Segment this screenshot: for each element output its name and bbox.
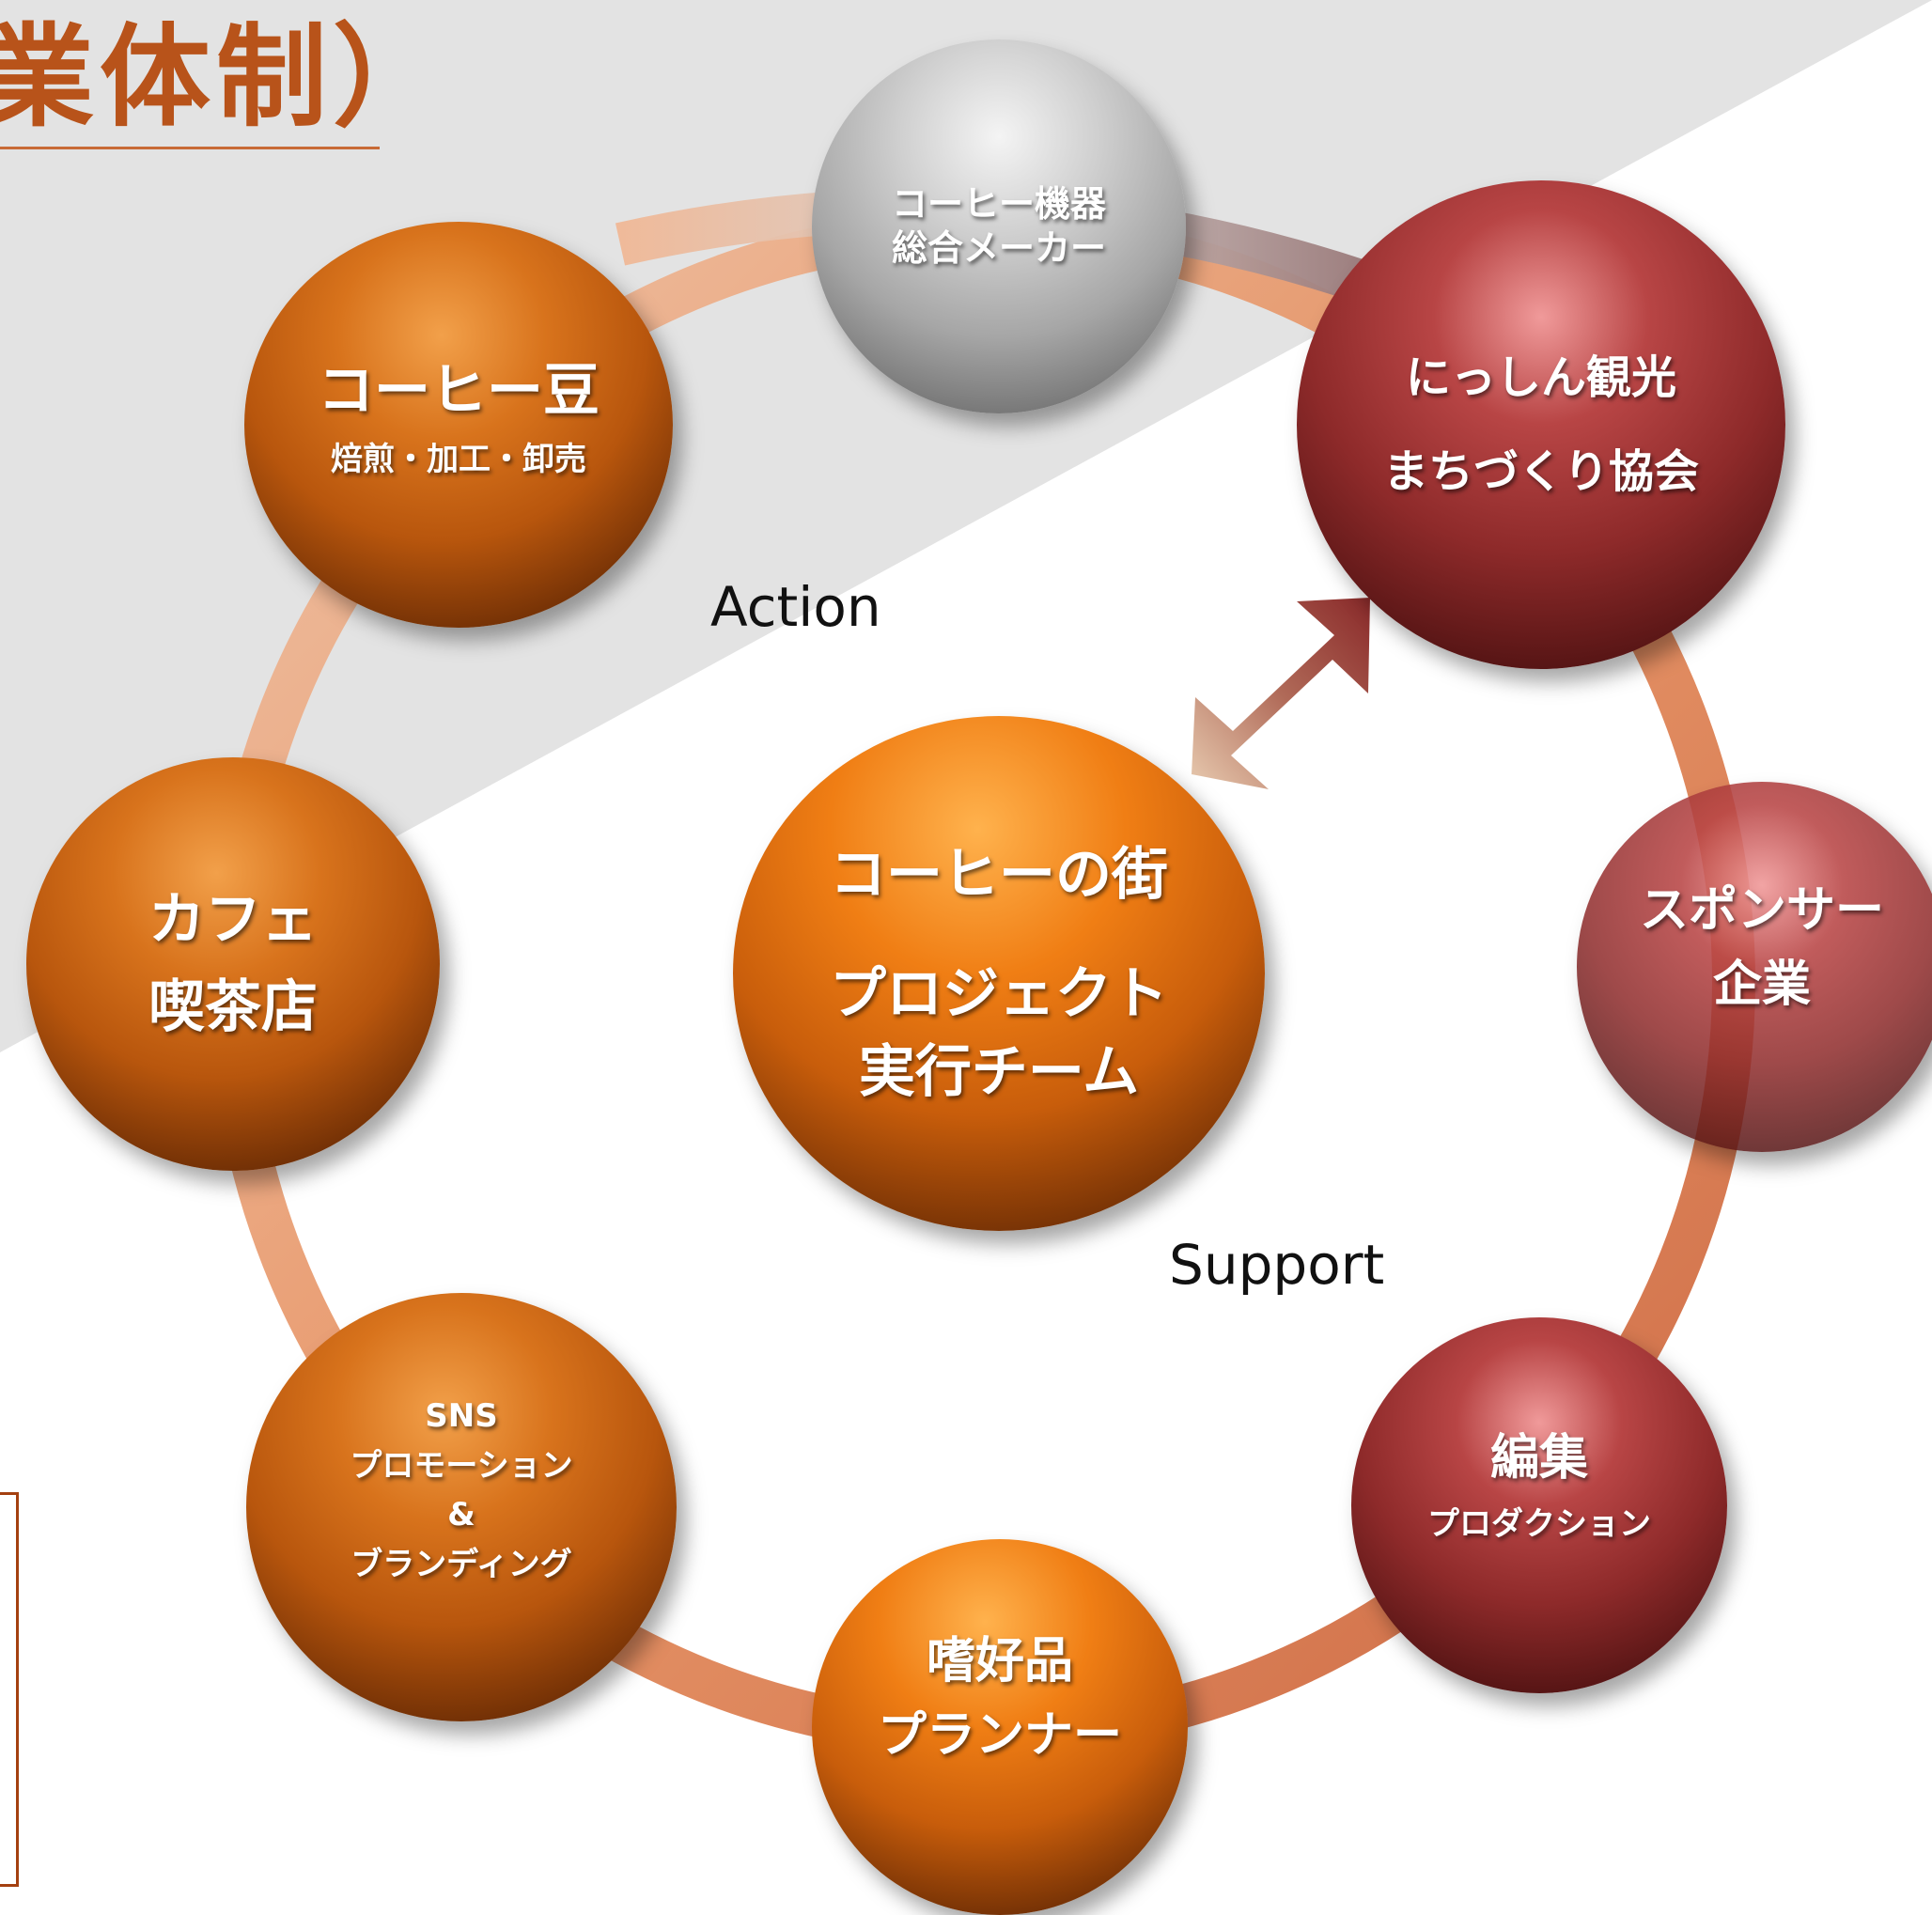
node-sns-line3: &: [447, 1496, 475, 1534]
node-sns-line4: ブランディング: [351, 1545, 572, 1583]
node-sns: SNS プロモーション & ブランディング: [246, 1293, 677, 1721]
double-arrow: [1192, 598, 1370, 789]
node-center-line2: プロジェクト: [830, 960, 1168, 1027]
action-label: Action: [710, 575, 881, 639]
node-sponsor-line1: スポンサー: [1639, 882, 1884, 939]
node-nisshin-line2: まちづくり協会: [1382, 445, 1699, 498]
node-sponsor-line2: 企業: [1712, 957, 1811, 1013]
node-editing-subtitle: プロダクション: [1427, 1505, 1651, 1544]
node-sns-line2: プロモーション: [350, 1446, 573, 1485]
support-label: Support: [1169, 1233, 1385, 1297]
node-center-team: コーヒーの街 プロジェクト 実行チーム: [733, 716, 1265, 1231]
node-sponsor: スポンサー 企業: [1577, 782, 1932, 1152]
side-frame: [0, 1492, 19, 1887]
node-sns-line1: SNS: [425, 1397, 498, 1435]
node-planner: 嗜好品 プランナー: [812, 1539, 1188, 1915]
node-planner-line1: 嗜好品: [926, 1633, 1073, 1689]
node-coffee-beans-subtitle: 焙煎・加工・卸売: [331, 441, 586, 479]
node-center-line3: 実行チーム: [858, 1038, 1140, 1105]
node-coffee-machine-line2: 総合メーカー: [891, 227, 1106, 269]
page-title: 業体制）: [0, 12, 450, 142]
node-coffee-machine-line1: コーヒー機器: [891, 182, 1106, 225]
node-coffee-beans: コーヒー豆 焙煎・加工・卸売: [244, 222, 673, 628]
node-cafe-line1: カフェ: [148, 887, 318, 953]
node-editing-title: 編集: [1489, 1430, 1588, 1487]
node-center-line1: コーヒーの街: [830, 841, 1168, 908]
node-cafe-line2: 喫茶店: [148, 974, 318, 1040]
node-coffee-beans-title: コーヒー豆: [318, 358, 600, 425]
node-nisshin: にっしん観光 まちづくり協会: [1297, 180, 1785, 669]
node-editing: 編集 プロダクション: [1351, 1317, 1727, 1693]
node-cafe: カフェ 喫茶店: [26, 757, 440, 1171]
node-nisshin-line1: にっしん観光: [1405, 351, 1676, 404]
node-planner-line2: プランナー: [877, 1707, 1122, 1764]
title-underline: [0, 147, 380, 149]
node-coffee-machine: コーヒー機器 総合メーカー: [812, 39, 1186, 413]
